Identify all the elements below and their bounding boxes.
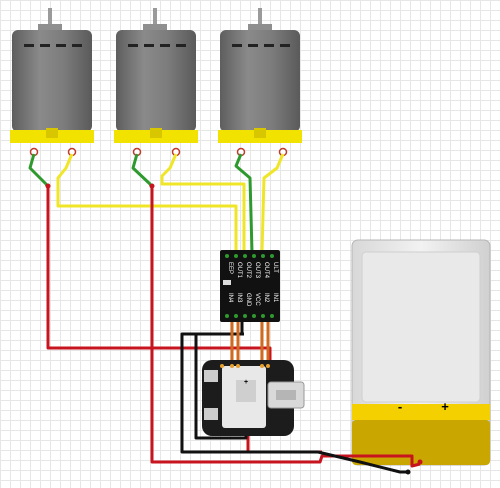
- pin-label-ult: ULT: [272, 262, 278, 273]
- pin-label-out2: OUT2: [245, 262, 251, 279]
- motor-1: [10, 8, 94, 157]
- driver-to-board-wires: [230, 322, 270, 364]
- board-plus-label: +: [244, 379, 248, 386]
- pin-label-in3: IN3: [236, 293, 242, 303]
- pin-label-in2: IN2: [263, 293, 269, 303]
- motor-leads: [28, 153, 285, 253]
- motor-driver: EEP OUT1 OUT2 OUT3 OUT4 ULT IN4 IN3 GND …: [220, 250, 280, 322]
- motor-3: [218, 8, 302, 157]
- microcontroller-board: +: [202, 360, 305, 436]
- pin-label-out4: OUT4: [263, 262, 269, 279]
- pin-label-in4: IN4: [227, 293, 233, 303]
- battery-minus-label: -: [398, 399, 402, 414]
- pin-label-gnd: GND: [245, 293, 251, 307]
- board-top-pins: [220, 364, 270, 368]
- wire-junctions: [45, 183, 423, 475]
- driver-bottom-pins: [225, 314, 274, 318]
- driver-chip-marker: [223, 280, 231, 285]
- battery-plus-label: +: [441, 399, 449, 414]
- motor-2: [114, 8, 198, 157]
- battery: - +: [351, 239, 491, 466]
- pin-label-vcc: VCC: [254, 293, 260, 306]
- pin-label-out1: OUT1: [236, 262, 242, 279]
- pin-label-eep: EEP: [227, 262, 233, 274]
- pin-label-in1: IN1: [272, 293, 278, 303]
- pin-label-out3: OUT3: [254, 262, 260, 279]
- driver-top-pins: [225, 254, 274, 258]
